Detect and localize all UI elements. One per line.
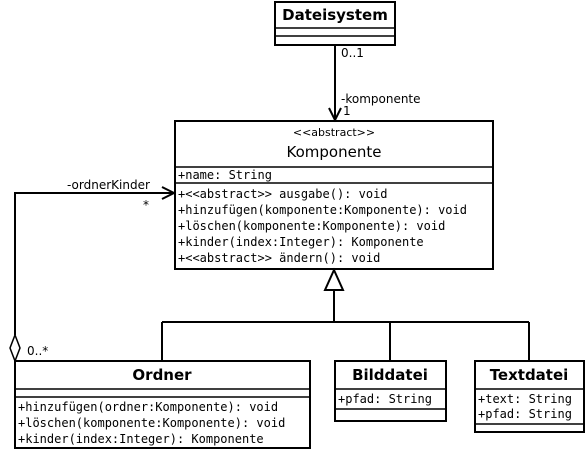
navigability-arrowhead — [161, 186, 177, 200]
multiplicity-label: 0..* — [27, 344, 48, 358]
class-dateisystem[interactable]: Dateisystem — [274, 1, 396, 46]
class-ordner-box — [14, 360, 311, 449]
attribute: +pfad: String — [338, 392, 432, 406]
class-komponente-name: Komponente — [287, 143, 382, 161]
class-dateisystem-name: Dateisystem — [282, 6, 388, 24]
role-label: -ordnerKinder — [67, 178, 150, 192]
operation: +hinzufügen(ordner:Komponente): void — [18, 400, 278, 414]
attribute: +text: String — [478, 392, 572, 406]
operation: +kinder(index:Integer): Komponente — [18, 432, 264, 446]
class-bilddatei[interactable]: Bilddatei +pfad: String — [334, 360, 447, 422]
generalization-triangle — [323, 267, 345, 291]
aggregation-diamond — [9, 332, 21, 364]
class-textdatei[interactable]: Textdatei +text: String +pfad: String — [474, 360, 585, 433]
operation: +<<abstract>> ändern(): void — [178, 251, 380, 265]
attribute: +name: String — [178, 168, 272, 182]
class-textdatei-box — [474, 360, 585, 433]
aggregation-line — [14, 192, 173, 335]
attribute: +pfad: String — [478, 407, 572, 421]
class-textdatei-name: Textdatei — [490, 366, 569, 384]
operation: +hinzufügen(komponente:Komponente): void — [178, 203, 467, 217]
class-ordner[interactable]: Ordner +hinzufügen(ordner:Komponente): v… — [14, 360, 311, 449]
multiplicity-label: 1 — [343, 104, 351, 118]
operation: +kinder(index:Integer): Komponente — [178, 235, 424, 249]
class-bilddatei-name: Bilddatei — [352, 366, 428, 384]
role-label: -komponente — [341, 92, 421, 106]
navigability-arrowhead — [328, 107, 342, 123]
operation: +löschen(komponente:Komponente): void — [178, 219, 445, 233]
multiplicity-label: * — [143, 198, 149, 212]
class-komponente[interactable]: <<abstract>> Komponente +name: String +<… — [174, 120, 494, 270]
class-komponente-box — [174, 120, 494, 270]
class-komponente-stereotype: <<abstract>> — [293, 126, 375, 139]
class-dateisystem-box — [274, 1, 396, 46]
operation: +löschen(komponente:Komponente): void — [18, 416, 285, 430]
class-ordner-name: Ordner — [132, 366, 192, 384]
association-dateisystem-komponente: 0..1 -komponente 1 — [328, 45, 421, 123]
multiplicity-label: 0..1 — [341, 46, 364, 60]
operation: +<<abstract>> ausgabe(): void — [178, 187, 388, 201]
generalization — [161, 267, 530, 361]
aggregation-ordner-kinder: -ordnerKinder * 0..* — [9, 178, 177, 364]
